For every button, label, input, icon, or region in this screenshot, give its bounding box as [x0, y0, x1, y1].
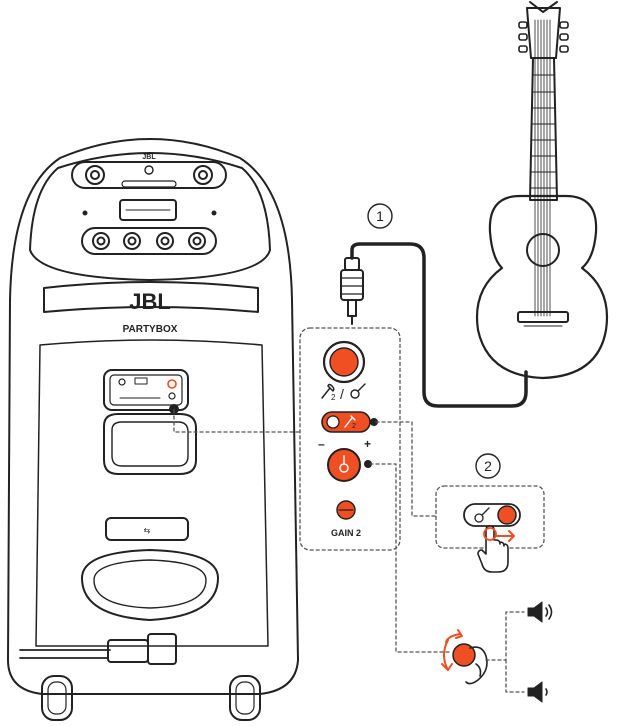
brand-logo: JBL	[129, 289, 171, 314]
gain-knob[interactable]	[327, 448, 361, 482]
hand-pointer-icon	[465, 646, 488, 685]
speaker-unit: JBL JBL PARTYBOX	[7, 138, 299, 721]
microphone-icon: 2	[344, 415, 356, 430]
volume-low-icon	[527, 681, 548, 703]
mode-switch-detail	[435, 485, 545, 573]
svg-text:1: 1	[376, 208, 384, 224]
instrument-cable	[340, 242, 528, 408]
zoom-connector	[173, 409, 301, 433]
microphone-icon: 2	[321, 383, 336, 402]
hand-pointer-icon	[477, 525, 509, 573]
usb-port-panel	[105, 517, 189, 541]
volume-branch	[485, 611, 525, 693]
guitar-icon	[350, 383, 366, 399]
gain-connector	[369, 463, 453, 653]
step-2-marker: 2	[475, 453, 501, 479]
body-inner-outline	[35, 339, 269, 647]
top-control-strip: JBL	[71, 154, 227, 189]
lower-handle	[81, 549, 219, 621]
knob-row	[81, 227, 217, 255]
gain-rotation-detail	[441, 611, 525, 693]
upper-handle	[103, 413, 197, 475]
svg-text:2: 2	[352, 423, 356, 430]
rear-input-panel	[103, 369, 189, 414]
display-window	[119, 199, 177, 221]
svg-text:2: 2	[484, 458, 492, 474]
mic-guitar-separator: /	[340, 386, 344, 402]
power-cable	[19, 649, 111, 659]
svg-text:⇆: ⇆	[144, 526, 151, 535]
logo-band	[43, 281, 259, 313]
wheels	[41, 675, 261, 721]
swipe-arrow	[495, 530, 515, 542]
top-panel-outline	[29, 152, 271, 281]
jack-input-socket	[322, 340, 366, 384]
input-zoom-panel: 2 / 2 – + GAIN 2	[299, 327, 401, 551]
gain-2-label: GAIN 2	[331, 528, 361, 538]
guitar-icon	[339, 455, 349, 473]
gain-minus-label: –	[318, 437, 325, 451]
speaker-body	[7, 138, 299, 695]
step-1-marker: 1	[367, 203, 393, 229]
toggle-connector	[375, 421, 437, 517]
guitar-icon	[474, 507, 490, 523]
gain-plus-label: +	[364, 437, 371, 451]
top-brand-logo: JBL	[142, 154, 156, 161]
volume-high-icon	[527, 601, 553, 623]
acoustic-guitar	[476, 1, 608, 380]
model-label: PARTYBOX	[123, 324, 178, 335]
svg-text:2: 2	[331, 393, 336, 402]
